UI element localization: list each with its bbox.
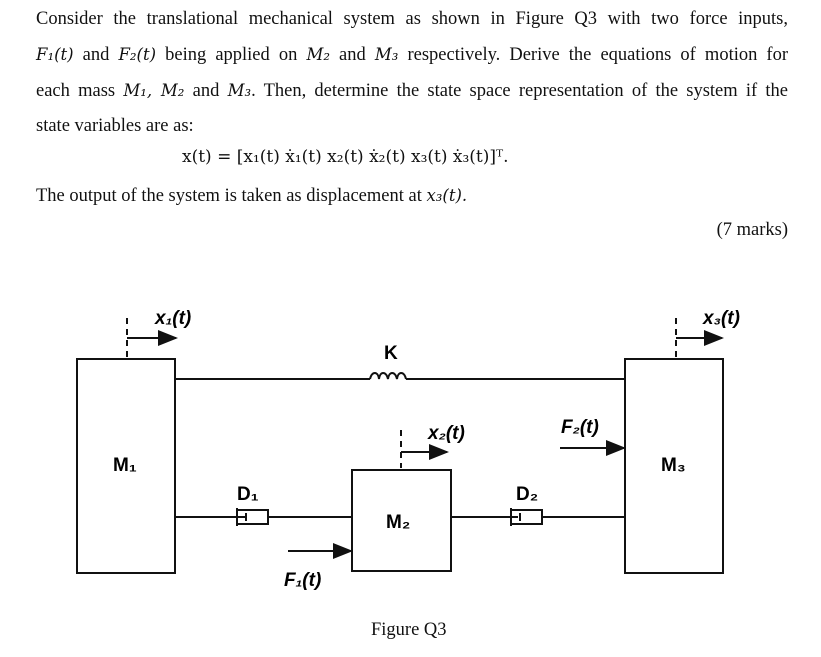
mass-m1-block bbox=[76, 358, 176, 574]
question-line-2-part-c: and bbox=[329, 45, 375, 65]
mass-m1-label: M₁ bbox=[113, 455, 137, 476]
question-line-2-part-d: respectively. Derive the equations of mo… bbox=[398, 45, 789, 65]
x1-label: x₁(t) bbox=[154, 308, 191, 329]
force-f1-symbol: F₁(t) bbox=[36, 45, 74, 64]
output-statement: The output of the system is taken as dis… bbox=[36, 186, 467, 207]
mass-m3-symbol: M₃ bbox=[374, 45, 399, 64]
question-line-2-part-a: and bbox=[73, 45, 119, 65]
output-symbol: x₃(t). bbox=[426, 186, 468, 205]
damper-d2-label: D₂ bbox=[516, 484, 538, 505]
question-line-2-part-b: being applied on bbox=[156, 45, 307, 65]
mass-m3-label: M₃ bbox=[661, 455, 686, 476]
x3-label: x₃(t) bbox=[702, 308, 740, 329]
question-line-2: F₁(t) and F₂(t) being applied on M₂ and … bbox=[36, 37, 788, 73]
damper-d2 bbox=[451, 508, 625, 526]
state-vector-equation: x(t) = [x₁(t) ẋ₁(t) x₂(t) ẋ₂(t) x₃(t) ẋ₃… bbox=[182, 147, 509, 167]
f2-label: F₂(t) bbox=[561, 417, 599, 438]
figure-caption: Figure Q3 bbox=[371, 620, 447, 640]
output-text: The output of the system is taken as dis… bbox=[36, 186, 427, 206]
mass-m3-symbol-2: M₃ bbox=[227, 81, 252, 100]
question-line-3-part-c: . Then, determine the state space repres… bbox=[251, 81, 788, 101]
mass-m2-block bbox=[351, 469, 452, 572]
marks-label: (7 marks) bbox=[716, 220, 788, 240]
mass-m2-symbol: M₂ bbox=[306, 45, 330, 64]
mass-m1-m2-symbols: M₁, M₂ bbox=[123, 81, 185, 100]
question-line-4: state variables are as: bbox=[36, 116, 194, 136]
question-text: Consider the translational mechanical sy… bbox=[36, 2, 788, 144]
spring-k-label: K bbox=[384, 343, 398, 364]
question-line-3-part-a: each mass bbox=[36, 81, 124, 101]
mass-m3-block bbox=[624, 358, 724, 574]
question-line-1: Consider the translational mechanical sy… bbox=[36, 9, 788, 29]
question-line-3: each mass M₁, M₂ and M₃. Then, determine… bbox=[36, 73, 788, 109]
mass-m2-label: M₂ bbox=[386, 512, 410, 533]
question-line-3-part-b: and bbox=[184, 81, 228, 101]
x2-label: x₂(t) bbox=[427, 423, 465, 444]
f1-label: F₁(t) bbox=[284, 570, 321, 591]
spring-k bbox=[175, 372, 625, 380]
damper-d1 bbox=[175, 508, 352, 526]
damper-d1-label: D₁ bbox=[237, 484, 259, 505]
force-f2-symbol: F₂(t) bbox=[118, 45, 157, 64]
